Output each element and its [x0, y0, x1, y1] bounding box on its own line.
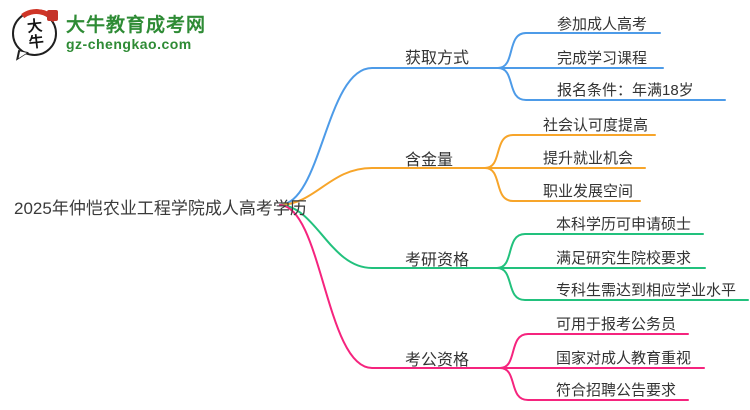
child-node: 报名条件：年满18岁: [557, 82, 694, 99]
logo-seal-icon: [47, 10, 58, 21]
logo-bull-icon: 大牛: [7, 5, 66, 64]
logo-icon-text: 大牛: [24, 16, 45, 51]
branch-1-child-0-underline: [484, 134, 656, 169]
child-node: 符合招聘公告要求: [556, 382, 677, 399]
child-node: 本科学历可申请硕士: [556, 216, 692, 233]
child-node: 完成学习课程: [557, 50, 648, 67]
logo-title: 大牛教育成考网: [66, 14, 207, 36]
logo-text: 大牛教育成考网 gz-chengkao.com: [66, 15, 206, 53]
branch-2-line: [279, 204, 498, 269]
branch-3-child-0-underline: [499, 333, 689, 369]
branch-label-civil-service-eligibility: 考公资格: [405, 352, 470, 369]
branch-label-acquisition-method: 获取方式: [405, 50, 470, 67]
child-node: 提升就业机会: [543, 150, 634, 167]
branch-1-child-2-underline: [484, 167, 641, 202]
logo-domain: gz-chengkao.com: [66, 36, 192, 53]
child-node: 社会认可度提高: [543, 117, 649, 134]
branch-0-line: [279, 67, 499, 206]
site-logo[interactable]: 大牛 大牛教育成考网 gz-chengkao.com: [7, 5, 206, 64]
child-node: 职业发展空间: [543, 183, 634, 200]
branch-0-child-0-underline: [497, 32, 661, 69]
branch-0-child-2-underline: [497, 67, 726, 101]
root-topic: 2025年仲恺农业工程学院成人高考学历: [14, 199, 307, 218]
branch-2-child-0-underline: [496, 233, 704, 269]
branch-2-child-2-underline: [496, 267, 749, 301]
logo-speech-tail: [15, 49, 30, 64]
branch-label-postgrad-eligibility: 考研资格: [405, 252, 470, 269]
branch-label-value: 含金量: [405, 152, 454, 169]
child-node: 可用于报考公务员: [556, 316, 677, 333]
branch-1-line: [279, 167, 486, 206]
branch-3-line: [279, 204, 501, 369]
child-node: 满足研究生院校要求: [556, 250, 692, 267]
child-node: 国家对成人教育重视: [556, 350, 692, 367]
child-node: 参加成人高考: [557, 16, 648, 33]
child-node: 专科生需达到相应学业水平: [556, 282, 737, 299]
branch-3-child-2-underline: [499, 367, 689, 401]
